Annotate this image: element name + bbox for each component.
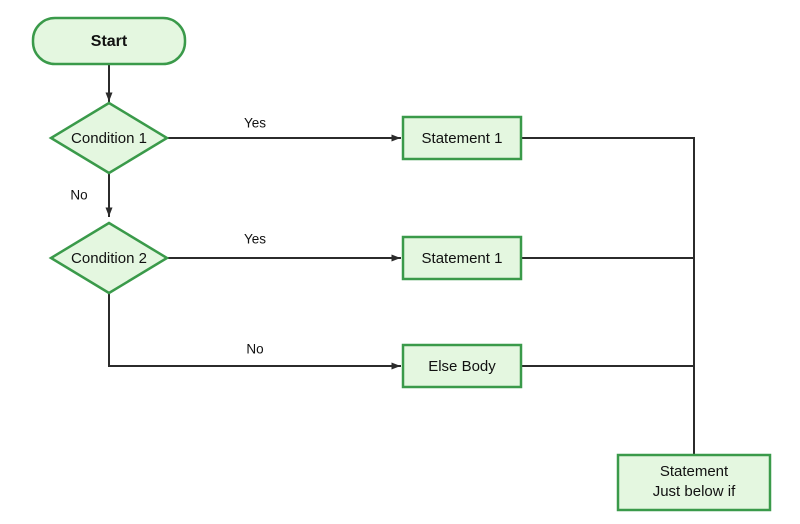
connector-layer	[105, 63, 695, 456]
node-statement-1b[interactable]: Statement 1	[401, 235, 523, 281]
statement-1b-label: Statement 1	[422, 250, 503, 267]
edge-label-condition-1-no: No	[70, 188, 87, 203]
statement-1b-shape	[401, 235, 523, 281]
node-condition-2[interactable]: Condition 2	[48, 221, 170, 295]
statement-1a-label: Statement 1	[422, 130, 503, 147]
condition-2-shape	[48, 221, 170, 295]
statement-below-if-shape	[616, 453, 772, 512]
node-condition-1[interactable]: Condition 1	[48, 101, 170, 175]
edge-label-condition-1-yes: Yes	[244, 116, 266, 131]
statement-1a-shape	[401, 115, 523, 161]
edge-statement-1a-to-merge	[520, 137, 695, 456]
edge-label-condition-2-yes: Yes	[244, 232, 266, 247]
start-shape	[31, 16, 187, 66]
edge-label-condition-2-no: No	[246, 342, 263, 357]
else-body-shape	[401, 343, 523, 389]
node-statement-1a[interactable]: Statement 1	[401, 115, 523, 161]
condition-1-shape	[48, 101, 170, 175]
node-else-body[interactable]: Else Body	[401, 343, 523, 389]
condition-2-label: Condition 2	[71, 250, 147, 267]
node-statement-below-if[interactable]: Statement Just below if	[616, 453, 772, 512]
edge-label-layer: Yes No Yes No	[70, 116, 266, 357]
edge-condition-2-no	[108, 292, 401, 370]
condition-1-label: Condition 1	[71, 130, 147, 147]
start-label: Start	[91, 33, 128, 50]
statement-below-if-label-line-2: Just below if	[653, 483, 736, 500]
else-body-label: Else Body	[428, 358, 496, 375]
statement-below-if-label-line-1: Statement	[660, 463, 729, 480]
node-start[interactable]: Start	[31, 16, 187, 66]
